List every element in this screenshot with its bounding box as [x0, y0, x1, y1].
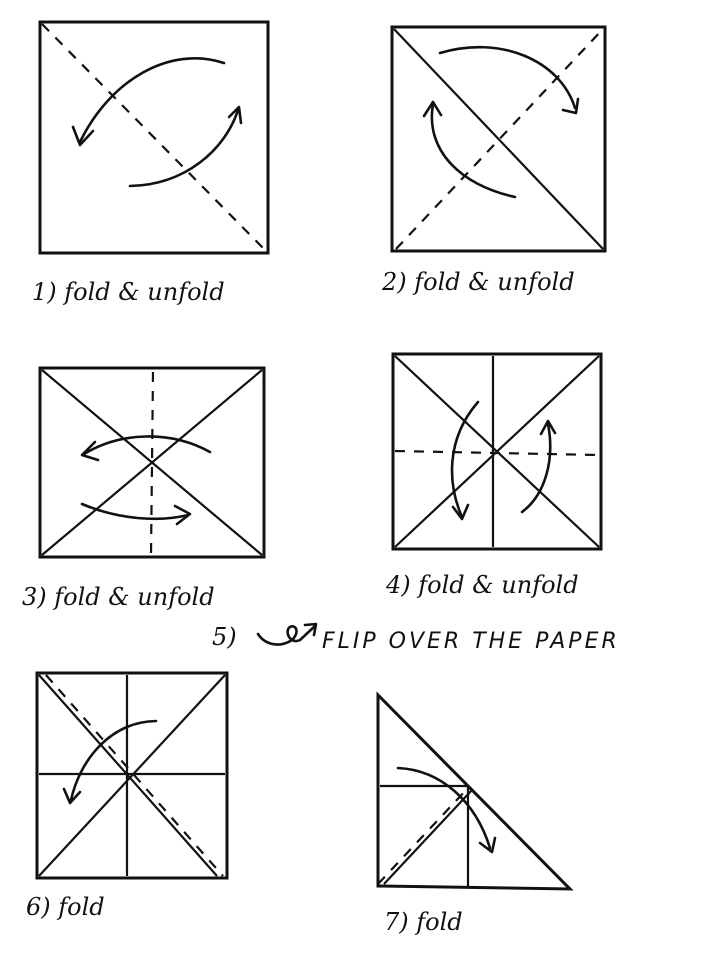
step-2-diagram [390, 25, 607, 253]
diagonal-fold-line [45, 674, 224, 877]
arrowhead-icon [227, 105, 243, 125]
creased-diagonal-line [38, 674, 226, 877]
step-5-number: 5) [212, 623, 237, 651]
paper-square [35, 671, 229, 880]
step-1-diagram [38, 20, 270, 255]
vertical-fold-line [149, 371, 155, 556]
unfold-arrow [430, 102, 517, 199]
diagonal-fold-line [395, 28, 604, 250]
paper-square [38, 366, 266, 559]
folded-triangle [376, 691, 574, 891]
fold-arrow [69, 719, 158, 802]
paper-square [38, 20, 270, 255]
step-6-caption: 6) fold [26, 893, 105, 921]
diagonal-fold-line [41, 23, 267, 252]
fold-arrow [78, 57, 226, 144]
creased-diagonal-line [41, 369, 263, 556]
paper-square [390, 25, 607, 253]
arrowhead-icon [561, 97, 580, 115]
step-7-caption: 7) fold [384, 908, 463, 936]
step-3-caption: 3) fold & unfold [22, 583, 215, 611]
arrowhead-icon [71, 125, 95, 147]
arrowhead-icon [62, 787, 82, 805]
step-5-row: 5) FLIP OVER THE PAPER [212, 622, 620, 654]
horizontal-fold-line [394, 449, 600, 457]
unfold-arrow [520, 422, 552, 514]
step-4-caption: 4) fold & unfold [385, 571, 579, 599]
fold-arrow [396, 766, 492, 850]
step-3-diagram [38, 366, 266, 559]
fold-arrow [82, 435, 212, 456]
creased-diagonal-line [393, 28, 604, 250]
arrowhead-icon [451, 503, 470, 521]
step-4-diagram [391, 352, 603, 551]
unfold-arrow [128, 108, 240, 188]
diagonal-fold-line [377, 787, 469, 885]
unfold-arrow [80, 502, 190, 521]
step-1-caption: 1) fold & unfold [32, 278, 225, 306]
arrowhead-icon [478, 836, 497, 854]
arrowhead-icon [539, 419, 557, 436]
fold-arrow [450, 400, 480, 519]
step-7-diagram [376, 691, 574, 891]
step-2-caption: 2) fold & unfold [381, 268, 575, 296]
arrowhead-icon [422, 100, 443, 118]
flip-over-icon [256, 622, 318, 646]
arrowhead-icon [173, 504, 192, 526]
step-6-diagram [35, 671, 229, 880]
paper-square [391, 352, 603, 551]
arrowhead-icon [80, 440, 100, 462]
creased-diagonal-line [394, 355, 600, 548]
creased-diagonal-line [383, 789, 473, 885]
fold-arrow [438, 45, 577, 110]
step-5-caption: FLIP OVER THE PAPER [322, 629, 620, 654]
